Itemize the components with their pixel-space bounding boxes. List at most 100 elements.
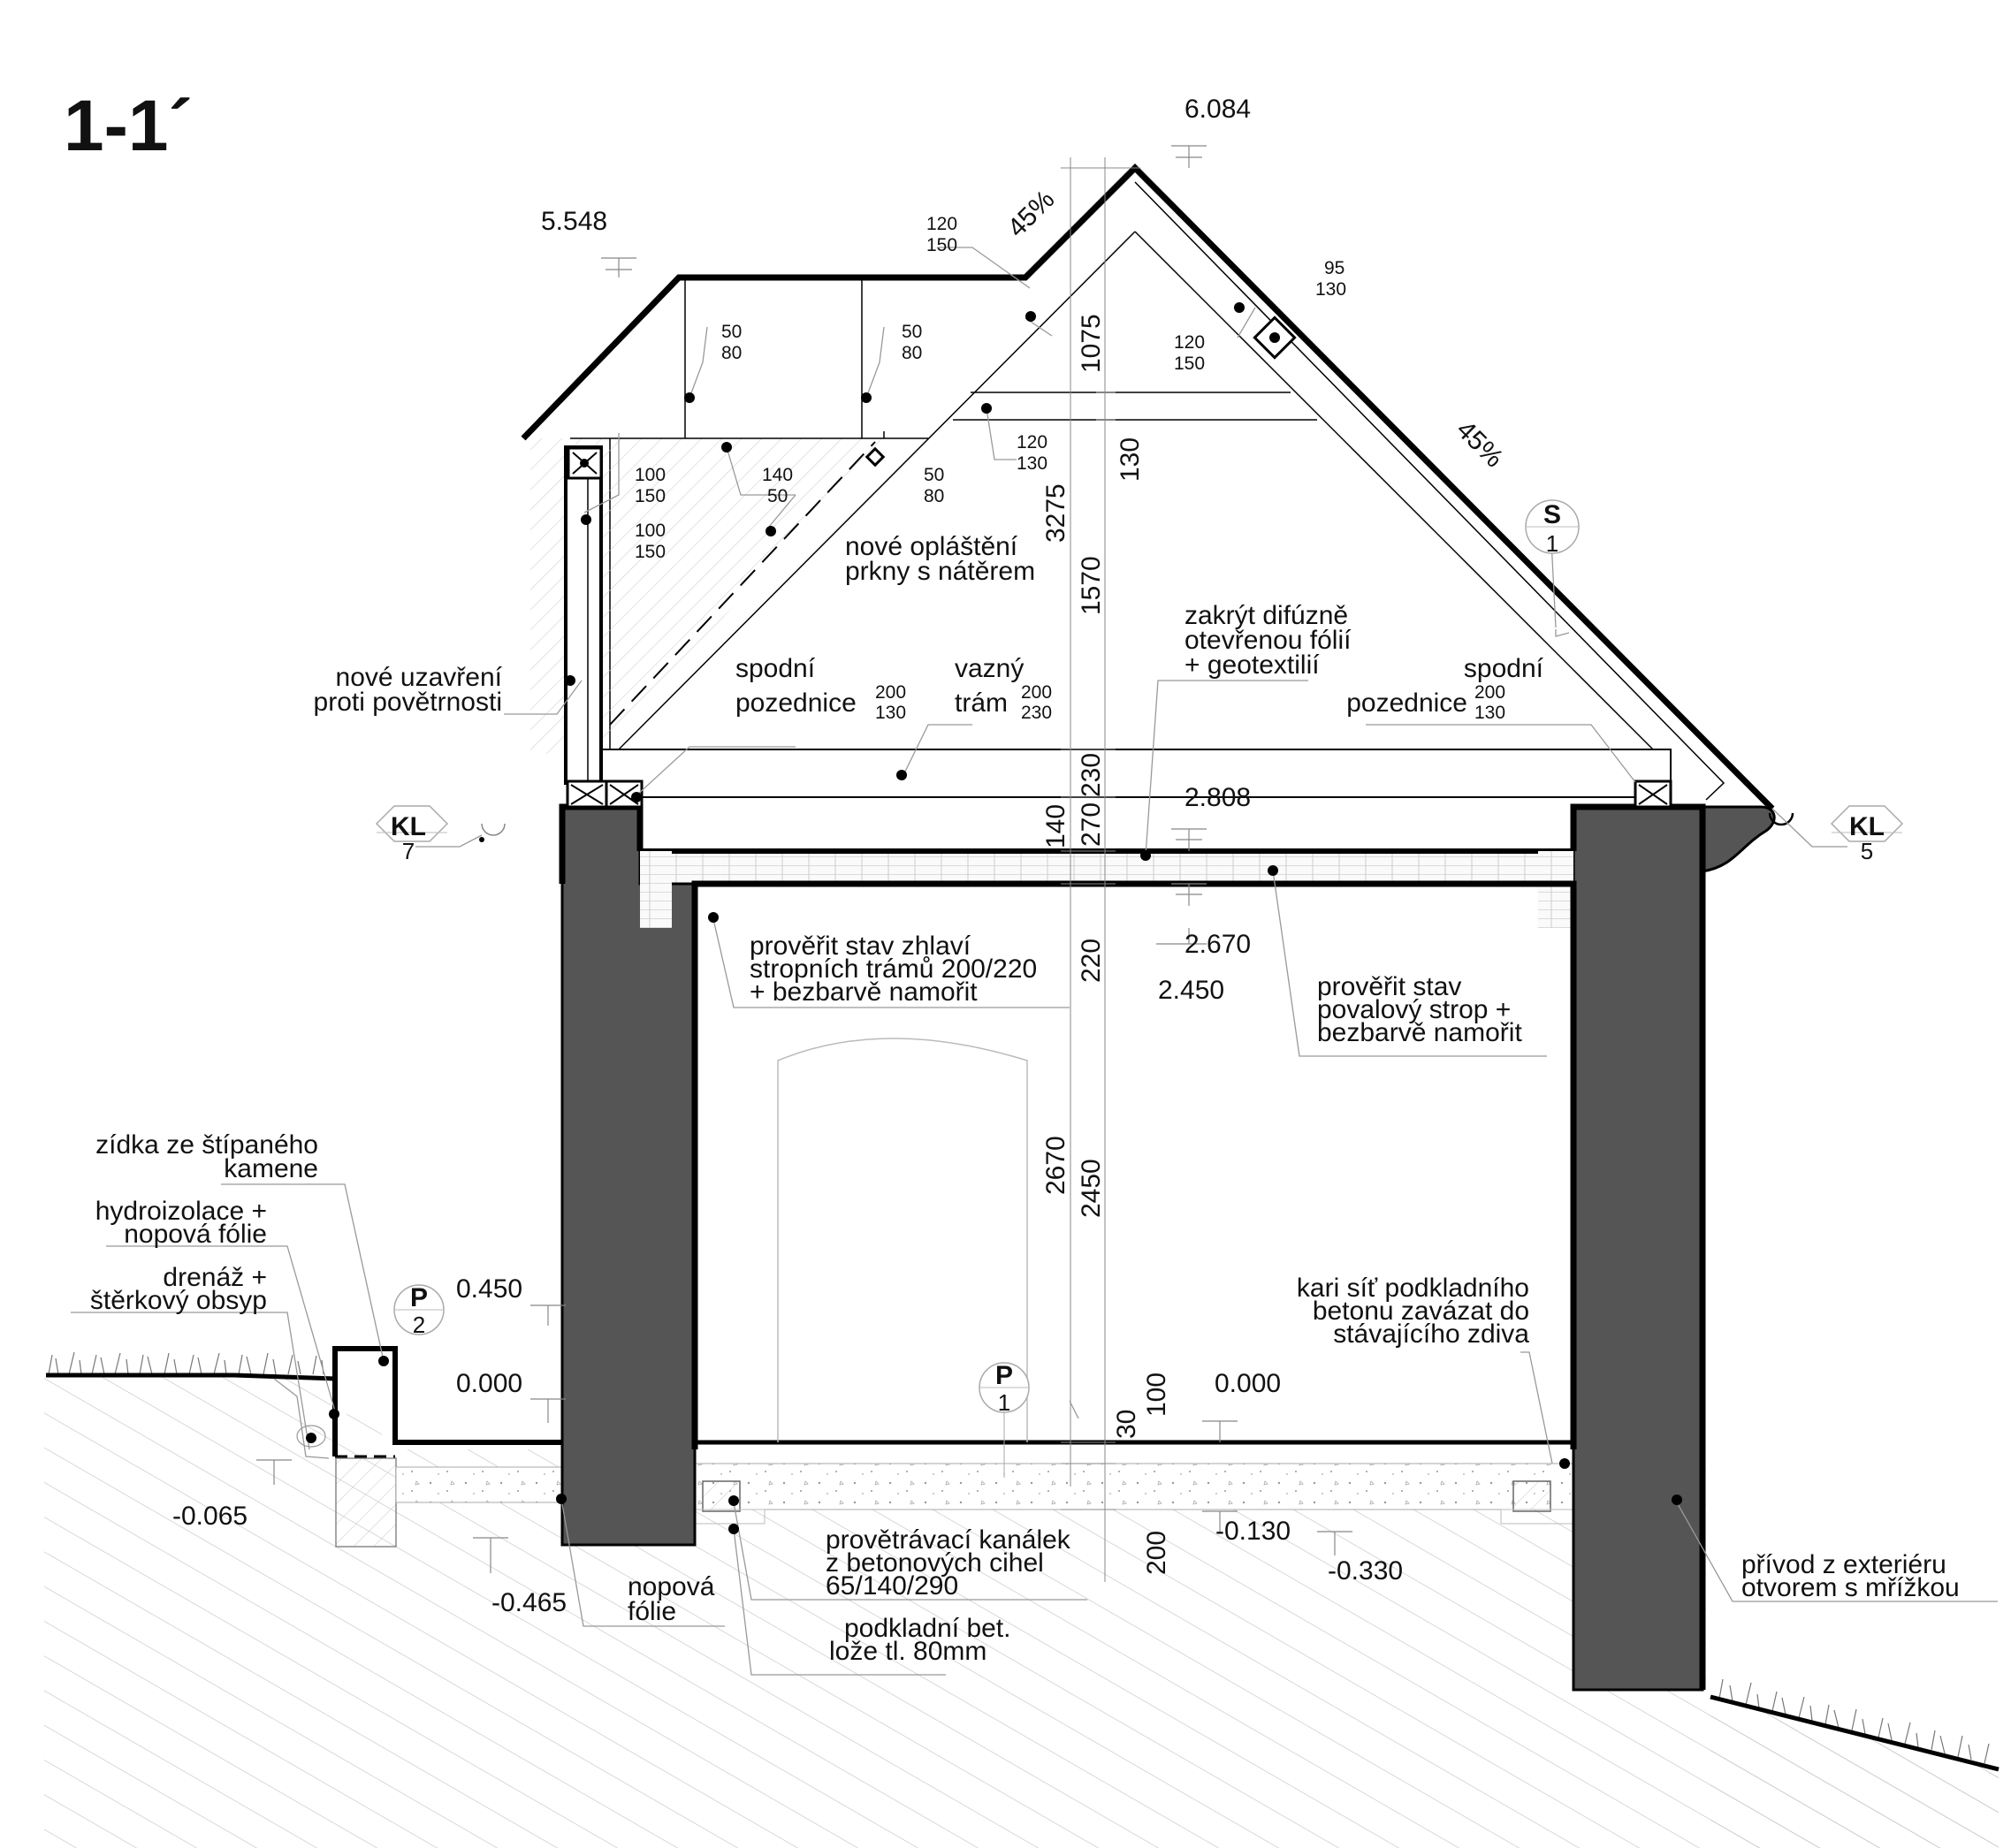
svg-text:P: P — [410, 1283, 428, 1312]
size-ridge-detail-a: 95 — [1324, 258, 1344, 278]
dim-1075: 1075 — [1077, 314, 1106, 373]
size-collar-b: 130 — [1017, 453, 1047, 474]
size-dormer-a-b: 80 — [721, 343, 742, 363]
note-base-bed-2: lože tl. 80mm — [829, 1637, 986, 1666]
size-dormer-post-a-b: 150 — [635, 486, 666, 506]
dim-220: 220 — [1077, 939, 1106, 983]
note-base-bed-1: podkladní bet. — [844, 1614, 1010, 1643]
size-wall-plate-right-a: 200 — [1474, 682, 1505, 703]
note-mesh-1: kari síť podkladního — [1297, 1274, 1529, 1303]
note-air-inlet-1: přívod z exteriéru — [1741, 1550, 1946, 1579]
dim-2670: 2670 — [1041, 1136, 1070, 1195]
svg-text:1: 1 — [1546, 530, 1558, 557]
svg-text:1: 1 — [998, 1389, 1010, 1416]
elevation-terrace: 0.450 — [456, 1274, 522, 1304]
leader-dots — [306, 302, 1682, 1534]
dim-230: 230 — [1077, 753, 1106, 797]
dim-2450: 2450 — [1077, 1159, 1106, 1218]
floor-slab — [695, 1440, 1573, 1525]
note-ceiling-1: prověřit stav — [1317, 972, 1461, 1001]
elevation-floor: 0.000 — [1215, 1369, 1281, 1398]
dimension-lines — [1061, 157, 1140, 1582]
size-dormer-b-b: 80 — [902, 343, 922, 363]
elevation-outside-ground: 0.000 — [456, 1369, 522, 1398]
masonry-walls — [559, 803, 1776, 1692]
size-dormer-beam-b: 50 — [767, 486, 788, 506]
note-membrane-1: zakrýt difúzně — [1185, 601, 1348, 630]
section-title: 1-1´ — [64, 86, 193, 166]
note-cladding-1: nové opláštění — [845, 532, 1018, 561]
tag-p2: P 2 — [393, 1283, 445, 1338]
size-rafter-left-a: 120 — [926, 214, 957, 234]
dim-270: 270 — [1077, 802, 1106, 847]
elevation-floor-base: -0.130 — [1215, 1517, 1291, 1546]
note-air-inlet-2: otvorem s mřížkou — [1741, 1573, 1960, 1602]
note-tie-beam-1: vazný — [955, 654, 1024, 683]
svg-text:KL: KL — [391, 812, 426, 841]
ground-line-left — [46, 1373, 337, 1381]
size-dormer-rafter-a: 50 — [924, 465, 944, 485]
note-wall-plate-left-1: spodní — [735, 654, 816, 683]
tag-s1: S 1 — [1525, 499, 1580, 557]
note-membrane-2: otevřenou fólií — [1185, 626, 1352, 655]
size-dormer-a-a: 50 — [721, 322, 742, 342]
dim-100: 100 — [1142, 1373, 1171, 1417]
tag-kl5: KL 5 — [1830, 805, 1904, 864]
note-wall-plate-right-2: pozednice — [1346, 688, 1467, 718]
ground-line-right — [1710, 1694, 2000, 1772]
note-ceiling-2: povalový strop + — [1317, 995, 1511, 1024]
note-mesh-2: betonu zavázat do — [1313, 1297, 1529, 1326]
dim-130: 130 — [1116, 437, 1145, 482]
note-stone-wall-1: zídka ze štípaného — [95, 1130, 318, 1160]
dim-30: 30 — [1112, 1410, 1141, 1439]
size-rafter-left-b: 150 — [926, 235, 957, 255]
size-tie-beam-a: 200 — [1021, 682, 1052, 703]
note-beam-heads-2: stropních trámů 200/220 — [750, 954, 1037, 984]
tag-kl7: KL 7 — [375, 805, 449, 864]
size-dormer-post-b-a: 100 — [635, 521, 666, 541]
size-rafter-right-a: 120 — [1174, 332, 1205, 353]
dim-200: 200 — [1142, 1531, 1171, 1575]
note-weather-closure-2: proti povětrnosti — [314, 688, 502, 717]
size-dormer-b-a: 50 — [902, 322, 922, 342]
elevation-ground-left: -0.065 — [172, 1502, 248, 1531]
elevation-ceiling-bottom: 2.450 — [1158, 976, 1224, 1005]
elevation-ridge: 6.084 — [1185, 95, 1251, 124]
note-drainage-1: drenáž + — [163, 1263, 267, 1292]
svg-text:7: 7 — [402, 838, 415, 864]
note-drainage-2: štěrkový obsyp — [90, 1286, 267, 1315]
size-wall-plate-left-a: 200 — [875, 682, 906, 703]
svg-text:P: P — [995, 1361, 1013, 1390]
door-opening — [777, 1038, 1028, 1442]
note-membrane-3: + geotextilií — [1185, 650, 1320, 680]
member-size-labels: 120 150 95 130 50 80 50 80 120 150 120 1… — [635, 214, 1505, 723]
svg-text:KL: KL — [1849, 812, 1885, 841]
section-tags: S 1 KL 7 KL 5 P 2 P 1 — [375, 499, 1904, 1478]
elevation-labels: 6.084 5.548 2.808 2.670 2.450 0.450 0.00… — [172, 95, 1403, 1617]
elevation-eaves: 2.808 — [1185, 783, 1251, 812]
note-vent-channel-2: z betonových cihel — [826, 1548, 1044, 1578]
dim-140: 140 — [1041, 804, 1070, 848]
elevation-ceiling-top: 2.670 — [1185, 930, 1251, 959]
notes: nové opláštění prkny s nátěrem nové uzav… — [90, 532, 1960, 1666]
note-stone-wall-2: kamene — [224, 1154, 318, 1183]
elevation-foundation-right: -0.330 — [1328, 1556, 1403, 1586]
stone-wall — [273, 1346, 563, 1548]
note-vent-channel-1: provětrávací kanálek — [826, 1525, 1071, 1555]
note-beam-heads-1: prověřit stav zhlaví — [750, 932, 971, 961]
note-mesh-3: stávajícího zdiva — [1333, 1319, 1529, 1349]
dim-3275: 3275 — [1041, 483, 1070, 543]
note-ceiling-3: bezbarvě namořit — [1317, 1018, 1522, 1047]
elevation-markers — [256, 145, 1352, 1573]
note-beam-heads-3: + bezbarvě namořit — [750, 977, 978, 1007]
slope-left: 45% — [1002, 185, 1061, 243]
note-wall-plate-left-2: pozednice — [735, 688, 857, 718]
size-rafter-right-b: 150 — [1174, 354, 1205, 374]
note-cladding-2: prkny s nátěrem — [845, 557, 1035, 586]
note-wall-plate-right-1: spodní — [1464, 654, 1544, 683]
tag-p1: P 1 — [979, 1361, 1030, 1478]
size-collar-a: 120 — [1017, 432, 1047, 452]
size-dormer-post-a-a: 100 — [635, 465, 666, 485]
svg-text:5: 5 — [1861, 838, 1873, 864]
